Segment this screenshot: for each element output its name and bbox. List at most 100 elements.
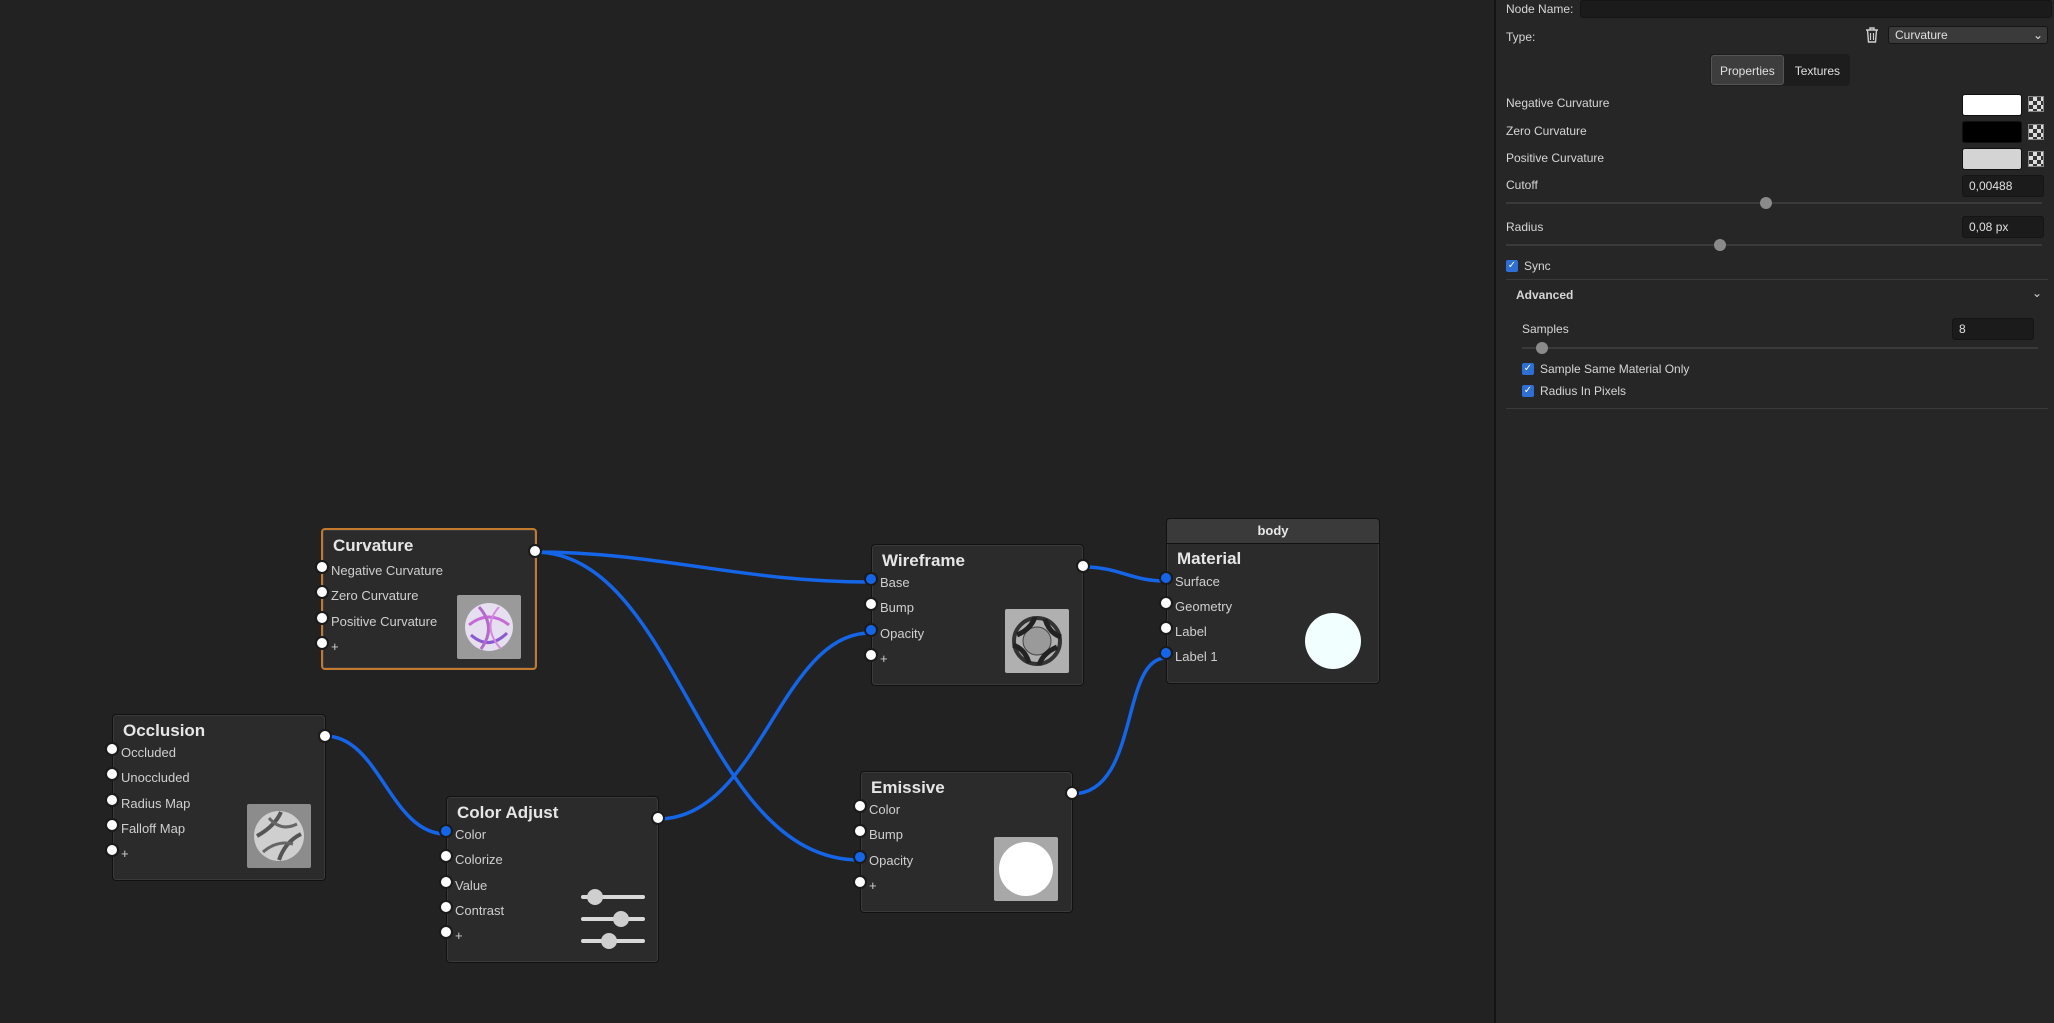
sliders-preview-icon <box>581 887 645 949</box>
sample-same-material-label: Sample Same Material Only <box>1540 362 1690 376</box>
cutoff-label: Cutoff <box>1506 178 1538 192</box>
occlusion-preview-thumbnail <box>247 804 311 868</box>
node-occlusion[interactable]: Occlusion Occluded Unoccluded Radius Map… <box>105 714 332 881</box>
texture-toggle-icon[interactable] <box>2028 96 2044 112</box>
advanced-section-header[interactable]: Advanced ⌄ <box>1516 286 2042 302</box>
input-socket[interactable] <box>105 742 119 756</box>
sync-checkbox[interactable]: ✓ <box>1506 260 1518 272</box>
node-emissive[interactable]: Emissive Color Bump Opacity + <box>853 771 1079 913</box>
cutoff-slider-track[interactable] <box>1506 202 2042 204</box>
input-socket[interactable] <box>439 875 453 889</box>
texture-toggle-icon[interactable] <box>2028 124 2044 140</box>
radius-slider-track[interactable] <box>1506 244 2042 246</box>
input-socket[interactable] <box>1159 596 1173 610</box>
emissive-preview-thumbnail <box>994 837 1058 901</box>
texture-toggle-icon[interactable] <box>2028 151 2044 167</box>
sync-label: Sync <box>1524 259 1551 273</box>
output-socket[interactable] <box>651 811 665 825</box>
output-socket[interactable] <box>1076 559 1090 573</box>
output-socket[interactable] <box>528 544 542 558</box>
type-select-value: Curvature <box>1895 28 1948 42</box>
node-title: Occlusion <box>123 721 206 740</box>
positive-curvature-label: Positive Curvature <box>1506 151 1605 165</box>
radius-slider-handle[interactable] <box>1714 239 1726 251</box>
wire-curvature-to-wireframe-base <box>533 550 871 584</box>
wire-curvature-to-emissive-opacity <box>533 550 861 862</box>
input-socket[interactable] <box>315 585 329 599</box>
node-title: Color Adjust <box>457 803 559 822</box>
chevron-down-icon: ⌄ <box>2031 286 2042 300</box>
input-socket[interactable] <box>315 560 329 574</box>
tab-textures[interactable]: Textures <box>1794 64 1841 78</box>
zero-curvature-label: Zero Curvature <box>1506 124 1587 138</box>
input-socket[interactable] <box>439 925 453 939</box>
input-socket[interactable] <box>853 799 867 813</box>
positive-curvature-swatch[interactable] <box>1962 148 2022 170</box>
input-socket[interactable] <box>1159 571 1173 585</box>
node-title: Emissive <box>871 778 945 797</box>
radius-input[interactable]: 0,08 px <box>1962 216 2044 238</box>
input-socket[interactable] <box>315 611 329 625</box>
cutoff-input[interactable]: 0,00488 <box>1962 175 2044 197</box>
input-socket[interactable] <box>864 572 878 586</box>
type-select[interactable]: Curvature ⌄ <box>1888 26 2048 44</box>
input-socket[interactable] <box>105 843 119 857</box>
node-title: Material <box>1177 549 1242 568</box>
node-curvature[interactable]: Curvature Negative Curvature Zero Curvat… <box>315 528 542 670</box>
radius-in-pixels-label: Radius In Pixels <box>1540 384 1627 398</box>
radius-in-pixels-checkbox[interactable]: ✓ <box>1522 385 1534 397</box>
sample-same-material-checkbox[interactable]: ✓ <box>1522 363 1534 375</box>
node-color-adjust[interactable]: Color Adjust Color Colorize Value Contra… <box>439 796 665 963</box>
input-socket[interactable] <box>853 875 867 889</box>
divider <box>1506 279 2048 280</box>
divider <box>1506 408 2048 409</box>
input-socket[interactable] <box>439 849 453 863</box>
input-socket[interactable] <box>439 824 453 838</box>
input-socket[interactable] <box>1159 621 1173 635</box>
input-socket[interactable] <box>864 648 878 662</box>
node-material[interactable]: body Material Surface Geometry Label Lab… <box>1159 518 1380 684</box>
output-socket[interactable] <box>1065 786 1079 800</box>
input-socket[interactable] <box>439 900 453 914</box>
node-name-label: Node Name: <box>1506 2 1574 16</box>
input-socket[interactable] <box>1159 646 1173 660</box>
node-name-input[interactable] <box>1580 0 2052 18</box>
node-title: Curvature <box>333 536 414 555</box>
radius-label: Radius <box>1506 220 1544 234</box>
negative-curvature-label: Negative Curvature <box>1506 96 1610 110</box>
wire-coloradjust-to-wireframe-opacity <box>657 631 871 821</box>
samples-label: Samples <box>1522 322 1569 336</box>
input-socket[interactable] <box>105 793 119 807</box>
samples-slider-handle[interactable] <box>1536 342 1548 354</box>
node-title: Wireframe <box>882 551 965 570</box>
wires-layer <box>324 550 1167 862</box>
material-group-header: body <box>1167 519 1379 544</box>
chevron-down-icon: ⌄ <box>2032 28 2043 42</box>
node-graph-canvas[interactable]: Curvature Negative Curvature Zero Curvat… <box>0 0 1494 1023</box>
zero-curvature-swatch[interactable] <box>1962 121 2022 143</box>
curvature-preview-thumbnail <box>457 595 521 659</box>
input-socket[interactable] <box>853 824 867 838</box>
node-wireframe[interactable]: Wireframe Base Bump Opacity + <box>864 544 1090 686</box>
wire-emissive-to-material-label1 <box>1071 656 1167 796</box>
material-preview-sphere <box>1305 613 1361 669</box>
panel-tabs: Properties Textures <box>1710 54 1851 86</box>
wireframe-preview-thumbnail <box>1005 609 1069 673</box>
tab-properties[interactable]: Properties <box>1711 55 1784 85</box>
input-socket[interactable] <box>853 850 867 864</box>
wire-occlusion-to-coloradjust-color <box>324 734 447 836</box>
samples-slider-track[interactable] <box>1522 347 2038 349</box>
trash-icon[interactable] <box>1864 26 1880 44</box>
input-socket[interactable] <box>105 767 119 781</box>
input-socket[interactable] <box>864 597 878 611</box>
type-label: Type: <box>1506 30 1536 44</box>
properties-panel: Node Name: Type: Curvature ⌄ Properties … <box>1494 0 2054 1023</box>
input-socket[interactable] <box>315 636 329 650</box>
cutoff-slider-handle[interactable] <box>1760 197 1772 209</box>
input-socket[interactable] <box>864 623 878 637</box>
negative-curvature-swatch[interactable] <box>1962 94 2022 116</box>
input-socket[interactable] <box>105 818 119 832</box>
output-socket[interactable] <box>318 729 332 743</box>
samples-input[interactable]: 8 <box>1952 318 2034 340</box>
wire-wireframe-to-material-surface <box>1082 565 1167 583</box>
